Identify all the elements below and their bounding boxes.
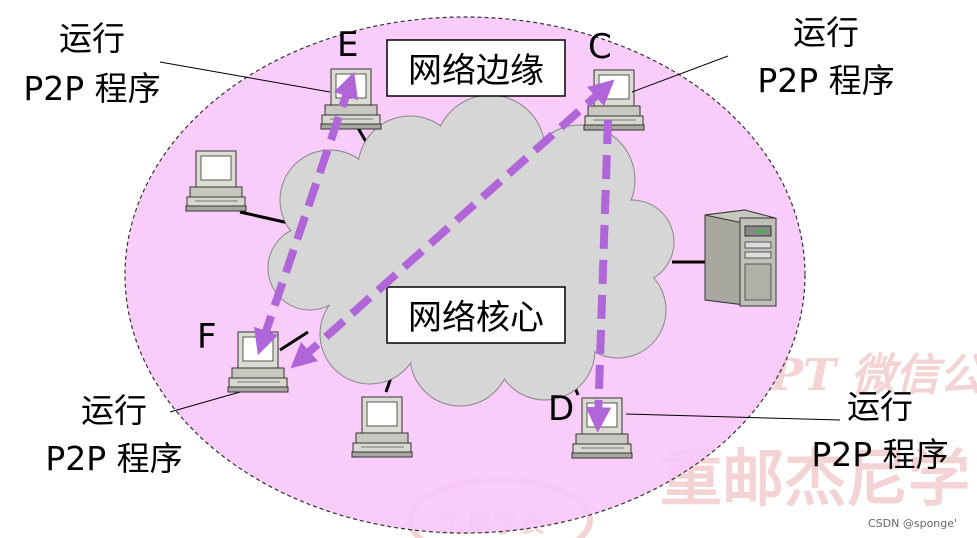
watermark: PT 微信公 重邮杰尼学 杰尼学长: [407, 350, 977, 538]
label-c-line2: P2P 程序: [757, 61, 894, 100]
label-e-line2: P2P 程序: [23, 69, 160, 108]
watermark-line1: PT 微信公: [768, 350, 977, 401]
node-c-letter: C: [588, 27, 612, 67]
label-c-line1: 运行: [793, 13, 859, 52]
label-f-line2: P2P 程序: [45, 439, 182, 478]
label-d-line1: 运行: [847, 387, 913, 426]
label-c: 运行 P2P 程序: [757, 13, 894, 100]
credit-text: CSDN @sponge': [868, 517, 957, 530]
watermark-line2: 重邮杰尼学: [660, 442, 970, 515]
arrow-c-d: [585, 119, 612, 433]
core-label: 网络核心: [408, 298, 544, 338]
label-e-line1: 运行: [59, 19, 125, 58]
label-d: 运行 P2P 程序: [811, 387, 948, 474]
p2p-arrows: [253, 71, 615, 433]
node-e-letter: E: [337, 25, 358, 65]
server-icon: [704, 209, 777, 307]
label-d-line2: P2P 程序: [811, 435, 948, 474]
core-label-box: 网络核心: [386, 286, 566, 344]
label-f: 运行 P2P 程序: [45, 391, 182, 478]
node-d-letter: D: [548, 389, 574, 429]
node-f-letter: F: [197, 317, 217, 357]
edge-label: 网络边缘: [408, 51, 544, 91]
edge-label-box: 网络边缘: [386, 39, 566, 97]
label-e: 运行 P2P 程序: [23, 19, 160, 108]
label-f-line1: 运行: [81, 391, 147, 430]
